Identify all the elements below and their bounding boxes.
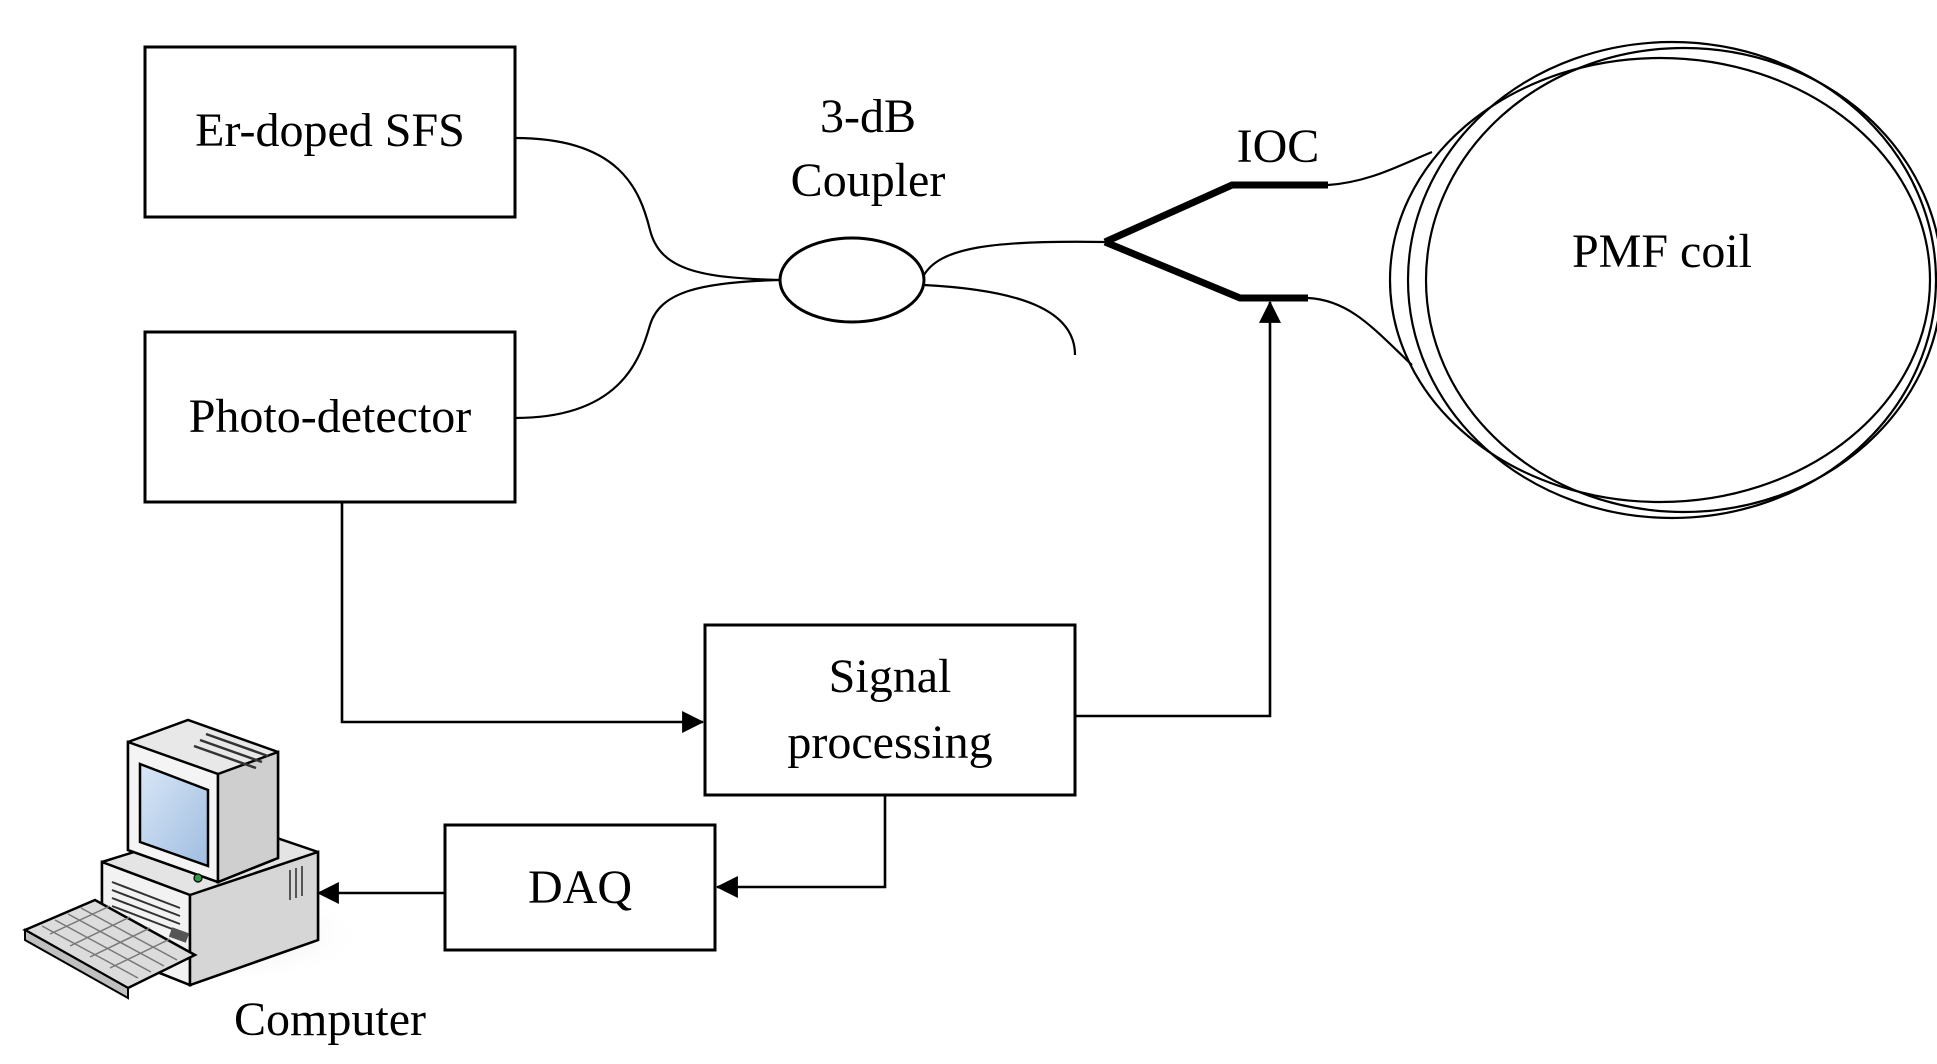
- ioc-y-branch: [1103, 181, 1328, 302]
- wire-photodetector-to-signal: [340, 502, 705, 733]
- fiber-coupler-to-ioc: [923, 240, 1106, 276]
- desktop-computer-icon: [22, 718, 365, 1000]
- coupler-label-line2: Coupler: [791, 154, 946, 207]
- pmf-coil-label: PMF coil: [1572, 225, 1752, 278]
- photo-detector-label: Photo-detector: [189, 390, 472, 443]
- signal-processing-label-line2: processing: [787, 716, 992, 769]
- er-doped-sfs-box: Er-doped SFS: [143, 45, 517, 219]
- fiber-sfs-to-coupler: [514, 136, 781, 282]
- computer-label: Computer: [234, 993, 426, 1046]
- wire-signal-to-daq: [715, 795, 887, 898]
- fiber-coupler-open-end: [923, 283, 1077, 356]
- daq-box: DAQ: [443, 823, 717, 952]
- pmf-coil: [1388, 40, 1937, 520]
- fiber-photodetector-to-coupler: [514, 278, 781, 420]
- coupler-ellipse: [778, 236, 926, 324]
- signal-processing-box: Signal processing: [703, 623, 1077, 797]
- fiber-ioc-to-coil-lower: [1307, 296, 1413, 366]
- fiber-ioc-to-coil-upper: [1327, 150, 1433, 187]
- coupler-label-line1: 3-dB: [820, 90, 916, 143]
- photo-detector-box: Photo-detector: [143, 330, 517, 504]
- ioc-label: IOC: [1237, 120, 1320, 173]
- signal-processing-label-line1: Signal: [829, 650, 952, 703]
- daq-label: DAQ: [528, 861, 632, 914]
- er-doped-sfs-label: Er-doped SFS: [195, 104, 465, 157]
- wire-signal-to-ioc: [1075, 300, 1281, 718]
